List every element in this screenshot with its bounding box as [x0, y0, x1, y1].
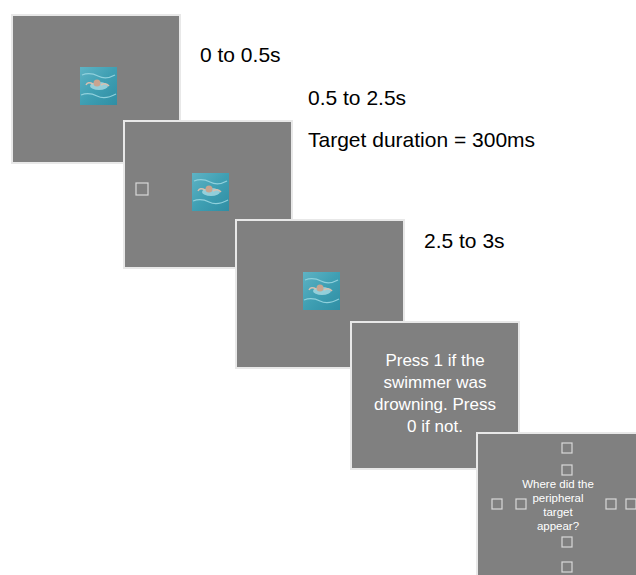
location-square — [562, 562, 572, 572]
location-square — [626, 499, 636, 509]
location-screen: Where did the peripheral target appear? — [476, 432, 636, 575]
timing-label: Target duration = 300ms — [308, 128, 535, 152]
timing-label: 0.5 to 2.5s — [308, 86, 406, 110]
timing-label: 2.5 to 3s — [424, 229, 505, 253]
location-square — [606, 499, 616, 509]
location-square — [562, 465, 572, 475]
location-square — [562, 537, 572, 547]
location-square — [516, 499, 526, 509]
location-square — [492, 499, 502, 509]
timing-label: 0 to 0.5s — [200, 43, 281, 67]
screen-text: Where did the peripheral target appear? — [521, 477, 595, 533]
screen-text: Press 1 if the swimmer was drowning. Pre… — [367, 350, 503, 438]
location-square — [562, 443, 572, 453]
